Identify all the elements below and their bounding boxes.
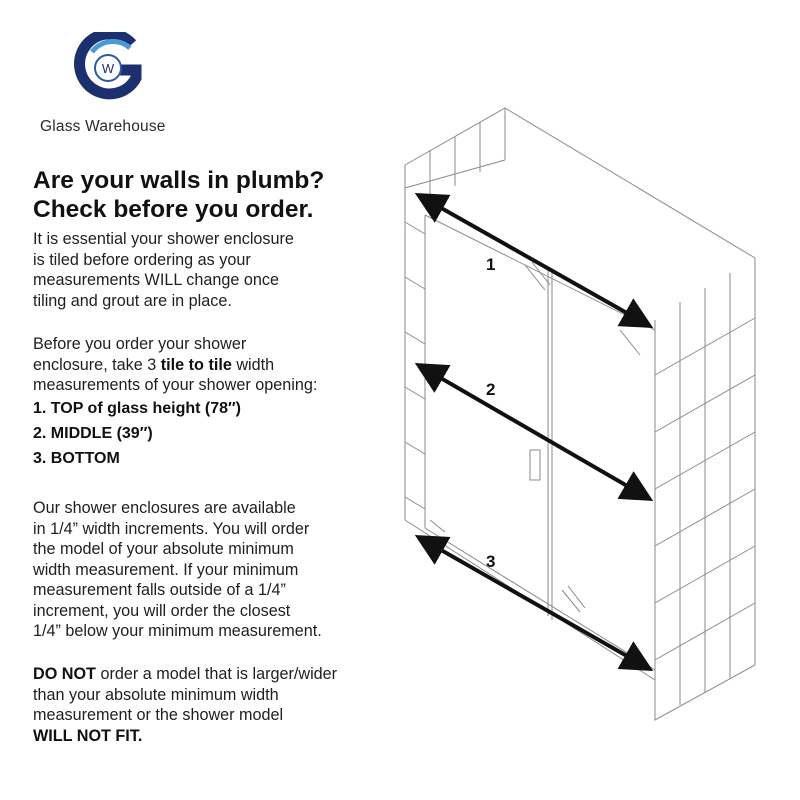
headline-line-1: Are your walls in plumb? xyxy=(33,167,325,194)
will-not-fit-emphasis: WILL NOT FIT. xyxy=(33,726,143,745)
warning-line-1-rest: order a model that is larger/wider xyxy=(95,665,338,683)
before-line-2-post: width xyxy=(231,355,275,374)
glass-warehouse-logo: W xyxy=(74,32,142,100)
warning-line-4: WILL NOT FIT. xyxy=(33,726,403,747)
before-line-3: measurements of your shower opening: xyxy=(33,376,318,394)
availability-line: 1/4” below your minimum measurement. xyxy=(33,622,322,640)
step-item: 1. TOP of glass height (78″) xyxy=(33,400,242,417)
arrow-label-1: 1 xyxy=(486,255,495,274)
arrow-label-2: 2 xyxy=(486,380,495,399)
intro-line: It is essential your shower enclosure xyxy=(33,230,294,248)
before-line-2-pre: enclosure, take 3 xyxy=(33,355,161,374)
arrow-bottom xyxy=(414,535,654,671)
measurement-steps: 1. TOP of glass height (78″) 2. MIDDLE (… xyxy=(33,396,241,471)
intro-paragraph: It is essential your shower enclosure is… xyxy=(33,229,403,311)
availability-line: measurement falls outside of a 1/4” xyxy=(33,581,286,599)
availability-paragraph: Our shower enclosures are available in 1… xyxy=(33,498,403,642)
warning-paragraph: DO NOT order a model that is larger/wide… xyxy=(33,664,403,746)
intro-line: tiling and grout are in place. xyxy=(33,291,232,310)
intro-line: measurements WILL change once xyxy=(33,271,279,289)
intro-line: is tiled before ordering as your xyxy=(33,250,251,269)
before-line-1: Before you order your shower xyxy=(33,335,247,353)
warning-line-3: measurement or the shower model xyxy=(33,706,284,724)
warning-line-1: DO NOT order a model that is larger/wide… xyxy=(33,664,403,685)
measurement-arrows xyxy=(414,193,654,671)
availability-line: width measurement. If your minimum xyxy=(33,560,299,579)
availability-line: increment, you will order the closest xyxy=(33,601,291,620)
arrow-label-3: 3 xyxy=(486,552,495,571)
shower-enclosure-diagram: 1 2 3 xyxy=(404,107,756,721)
availability-line: the model of your absolute minimum xyxy=(33,540,294,558)
availability-line: Our shower enclosures are available xyxy=(33,499,296,517)
availability-line: in 1/4” width increments. You will order xyxy=(33,519,310,538)
tile-to-tile-emphasis: tile to tile xyxy=(160,355,232,374)
before-paragraph: Before you order your shower enclosure, … xyxy=(33,334,403,396)
before-line-2: enclosure, take 3 tile to tile width xyxy=(33,355,403,376)
step-item: 3. BOTTOM xyxy=(33,450,120,467)
logo-letter: W xyxy=(102,61,115,76)
brand-name: Glass Warehouse xyxy=(40,118,166,135)
warning-line-2: than your absolute minimum width xyxy=(33,685,279,704)
do-not-emphasis: DO NOT xyxy=(33,665,96,683)
page-title: Are your walls in plumb? Check before yo… xyxy=(33,166,393,224)
arrow-middle xyxy=(414,362,654,502)
headline-line-2: Check before you order. xyxy=(33,196,314,223)
arrow-top xyxy=(414,193,654,328)
step-item: 2. MIDDLE (39″) xyxy=(33,425,153,442)
